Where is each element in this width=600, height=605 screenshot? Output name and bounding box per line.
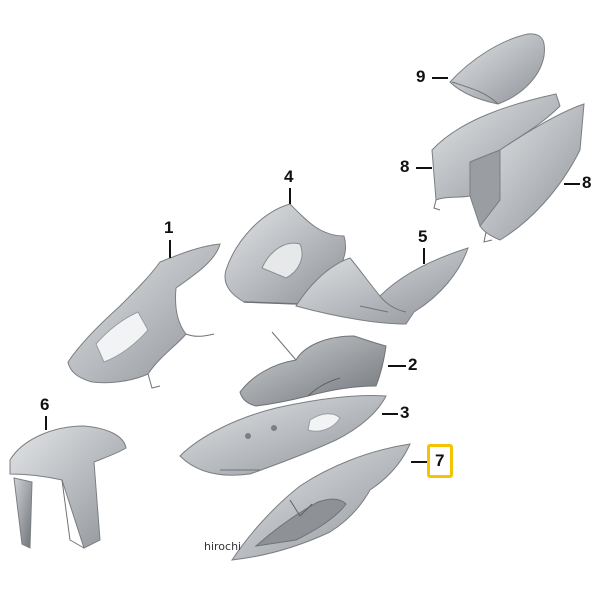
callout-4: 4 <box>284 167 294 186</box>
highlight-box-7 <box>427 444 453 478</box>
callout-2: 2 <box>408 355 418 374</box>
part-1-front-fairing <box>67 243 221 389</box>
callout-3: 3 <box>400 403 410 422</box>
callout-9: 9 <box>416 67 426 86</box>
part-8-tail-section <box>431 93 585 243</box>
part-7-lower-fairing <box>230 443 411 561</box>
callout-6: 6 <box>40 395 50 414</box>
watermark-text: hirochi <box>204 540 242 553</box>
leader-line-9 <box>432 77 448 79</box>
part-4-tank-cover <box>224 203 346 305</box>
leader-line-4 <box>289 188 291 204</box>
callout-8-left: 8 <box>400 157 410 176</box>
leader-line-1 <box>169 240 171 258</box>
leader-line-5 <box>423 248 425 264</box>
leader-line-6 <box>45 416 47 430</box>
callout-5: 5 <box>418 227 428 246</box>
leader-line-2 <box>388 365 406 367</box>
callout-1: 1 <box>164 218 174 237</box>
part-2-inner-panel <box>239 331 387 407</box>
leader-line-3 <box>382 413 398 415</box>
leader-line-7 <box>411 461 427 463</box>
part-3-side-fairing <box>179 395 387 476</box>
part-6-front-fender <box>9 425 127 549</box>
part-9-seat-cowl <box>449 33 545 105</box>
callout-8-right: 8 <box>582 173 592 192</box>
callout-7: 7 <box>435 451 445 470</box>
leader-line-8-left <box>416 167 432 169</box>
part-5-side-panel <box>295 247 469 325</box>
leader-line-8-right <box>564 183 580 185</box>
